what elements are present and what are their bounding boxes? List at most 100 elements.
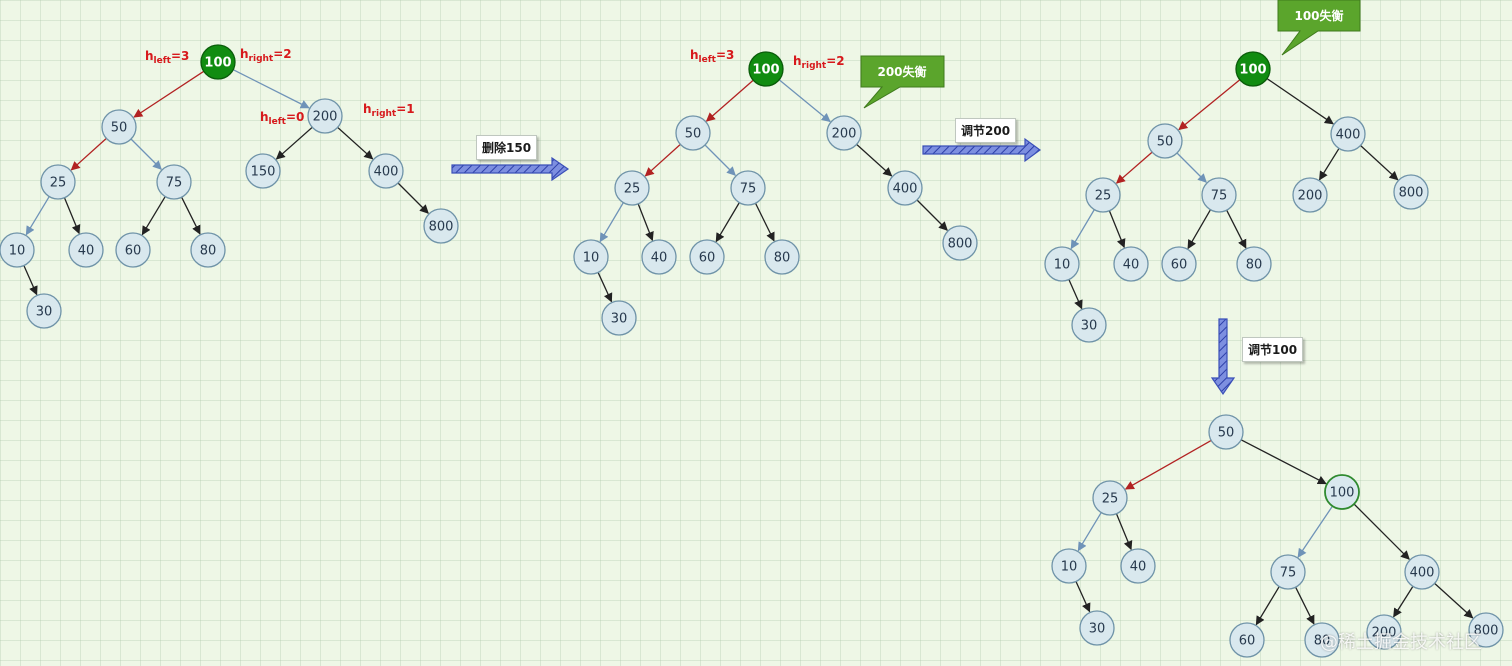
tree1-node-circle-150 (245, 153, 281, 189)
tree2-edge-25-10 (599, 202, 624, 243)
tree3-node-circle-25 (1085, 177, 1121, 213)
tree2-edge-75-80 (754, 202, 775, 242)
tree1-node-75: 75 (156, 164, 192, 200)
tree2-node-10: 10 (573, 239, 609, 275)
tree1-node-circle-40 (68, 232, 104, 268)
tree2-node-label-40: 40 (651, 251, 668, 266)
arrow-adjust-100 (1210, 318, 1236, 396)
tree2-node-label-25: 25 (624, 182, 641, 197)
tree3-node-circle-800 (1393, 174, 1429, 210)
tree2-edge-100-50 (705, 79, 754, 122)
tree3-node-label-80: 80 (1246, 258, 1263, 273)
tree1-node-label-800: 800 (429, 220, 454, 235)
tree3-node-10: 10 (1044, 246, 1080, 282)
tree2-node-label-80: 80 (774, 251, 791, 266)
tree1-edge-200-400 (337, 126, 374, 160)
tree1-node-25: 25 (40, 164, 76, 200)
tree1-node-50: 50 (101, 109, 137, 145)
tree1-node-10: 10 (0, 232, 35, 268)
tree3-edge-75-60 (1187, 209, 1212, 250)
tree3-edge-400-200 (1318, 148, 1340, 181)
tree2-node-30: 30 (601, 300, 637, 336)
tree1-node-circle-30 (26, 293, 62, 329)
tree3-edge-50-75 (1176, 152, 1207, 183)
tree1-height-note-0: hleft=3 (145, 49, 189, 66)
tree2-node-circle-60 (689, 239, 725, 275)
tree3-node-label-60: 60 (1171, 258, 1188, 273)
tree2-edge-100-200 (778, 79, 831, 123)
tree2-edge-25-40 (637, 203, 654, 242)
tree4-node-label-30: 30 (1089, 622, 1106, 637)
tree1-node-30: 30 (26, 293, 62, 329)
tree1-node-label-50: 50 (111, 121, 128, 136)
tree4-node-label-10: 10 (1061, 560, 1078, 575)
tree1-node-circle-10 (0, 232, 35, 268)
tree2-node-400: 400 (887, 170, 923, 206)
tree1-node-label-60: 60 (125, 244, 142, 259)
tree4-edge-75-80 (1295, 586, 1315, 625)
tree4-node-circle-100 (1324, 474, 1360, 510)
callout-200-unbalanced: 200失衡 (860, 55, 945, 109)
tree1-edge-25-40 (63, 197, 81, 235)
tree2-node-circle-800 (942, 225, 978, 261)
tree1-edge-100-200 (232, 69, 310, 109)
tree4-edge-25-10 (1077, 512, 1102, 552)
tree4-node-circle-30 (1079, 610, 1115, 646)
tree4-edge-100-75 (1297, 505, 1334, 558)
tree2-node-circle-200 (826, 115, 862, 151)
tree3-node-50: 50 (1147, 123, 1183, 159)
tree4-node-75: 75 (1270, 554, 1306, 590)
tree4-node-50: 50 (1208, 414, 1244, 450)
tree2-node-800: 800 (942, 225, 978, 261)
tree3-node-75: 75 (1201, 177, 1237, 213)
tree1-node-label-75: 75 (166, 176, 183, 191)
tree1-edge-50-25 (70, 137, 107, 171)
tree1-node-100: 100 (200, 44, 236, 80)
tree3-node-label-25: 25 (1095, 189, 1112, 204)
tree1-node-label-30: 30 (36, 305, 53, 320)
tree1-node-circle-800 (423, 208, 459, 244)
tree4-node-circle-200 (1366, 614, 1402, 650)
tree4-node-label-100: 100 (1330, 486, 1355, 501)
tree4-node-label-25: 25 (1102, 492, 1119, 507)
tree1-edge-200-150 (275, 126, 313, 160)
tree1-edge-10-30 (23, 265, 38, 296)
tree2-node-25: 25 (614, 170, 650, 206)
tree1-edge-25-10 (25, 196, 50, 236)
tree1-node-60: 60 (115, 232, 151, 268)
callout-100-text: 100失衡 (1294, 8, 1343, 23)
tree1-node-label-40: 40 (78, 244, 95, 259)
tree2-height-note-0: hleft=3 (690, 48, 734, 65)
tree1-node-label-80: 80 (200, 244, 217, 259)
tree2-node-60: 60 (689, 239, 725, 275)
tree4-node-circle-50 (1208, 414, 1244, 450)
tree3-edge-10-30 (1068, 279, 1083, 310)
tree1-node-150: 150 (245, 153, 281, 189)
tree2-node-circle-25 (614, 170, 650, 206)
tree2-node-circle-75 (730, 170, 766, 206)
tree2-node-circle-40 (641, 239, 677, 275)
tree3-node-label-400: 400 (1336, 128, 1361, 143)
tree2-node-circle-80 (764, 239, 800, 275)
tree3-node-30: 30 (1071, 307, 1107, 343)
arrow-delete-150 (451, 156, 570, 182)
tree2-node-label-10: 10 (583, 251, 600, 266)
callout-100-unbalanced: 100失衡 (1277, 0, 1361, 56)
tree4-node-40: 40 (1120, 548, 1156, 584)
tree3-edge-25-40 (1108, 210, 1126, 249)
tree3-node-label-100: 100 (1239, 63, 1266, 78)
tree2-node-label-400: 400 (893, 182, 918, 197)
tree3-node-80: 80 (1236, 246, 1272, 282)
tree1-edge-50-75 (130, 138, 162, 170)
tree2-node-80: 80 (764, 239, 800, 275)
tree2-edge-75-60 (715, 202, 740, 243)
tree1-node-circle-50 (101, 109, 137, 145)
tree1-edge-100-50 (133, 70, 205, 118)
tree4-node-label-80: 80 (1314, 634, 1331, 649)
tree4-edge-75-60 (1255, 586, 1280, 626)
tree3-node-circle-75 (1201, 177, 1237, 213)
tree2-node-label-30: 30 (611, 312, 628, 327)
